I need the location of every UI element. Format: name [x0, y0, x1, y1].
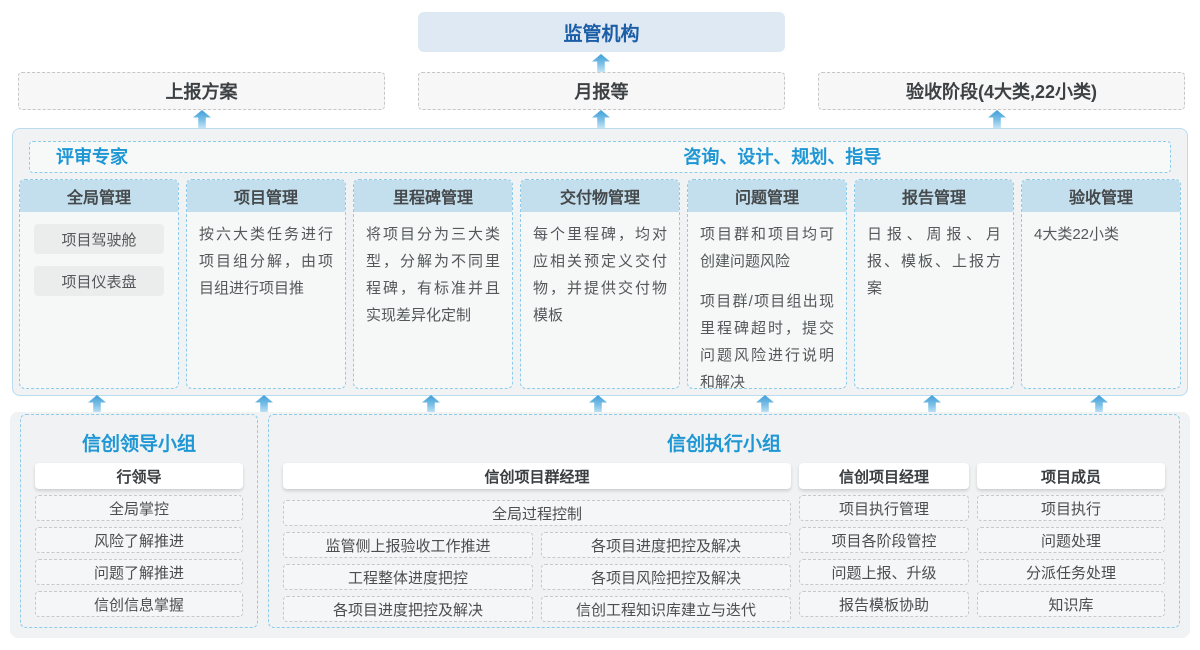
column-title: 验收管理: [1022, 180, 1180, 212]
column-project-management: 项目管理 按六大类任务进行项目组分解，由项目组进行项目推: [186, 179, 346, 389]
leader-item: 问题了解推进: [35, 559, 243, 585]
column-title: 交付物管理: [521, 180, 679, 212]
up-arrow-icon: [589, 395, 607, 413]
stage-label: 月报等: [574, 82, 629, 102]
program-manager-columns: 监管侧上报验收工作推进 工程整体进度把控 各项目进度把控及解决 各项目进度把控及…: [283, 526, 791, 622]
exec-group: 信创执行小组 信创项目群经理 全局过程控制 监管侧上报验收工作推进 工程整体进度…: [268, 414, 1180, 628]
column-body: 每个里程碑，均对应相关预定义交付物，并提供交付物模板: [521, 212, 679, 351]
manager-item: 报告模板协助: [799, 591, 969, 617]
project-member-block: 项目成员 项目执行 问题处理 分派任务处理 知识库: [977, 463, 1165, 622]
exec-group-body: 信创项目群经理 全局过程控制 监管侧上报验收工作推进 工程整体进度把控 各项目进…: [283, 463, 1165, 622]
leader-group-body: 行领导 全局掌控 风险了解推进 问题了解推进 信创信息掌握: [35, 463, 243, 617]
leader-item: 全局掌控: [35, 495, 243, 521]
expert-band: 评审专家 咨询、设计、规划、指导: [29, 141, 1171, 173]
member-item: 分派任务处理: [977, 559, 1165, 585]
column-paragraph: 项目群和项目均可创建问题风险: [700, 226, 834, 270]
up-arrow-icon: [592, 54, 610, 72]
stage-box-report-plan: 上报方案: [18, 72, 385, 110]
module-columns: 全局管理 项目驾驶舱 项目仪表盘 项目管理 按六大类任务进行项目组分解，由项目组…: [19, 179, 1181, 389]
role-box-project-manager: 信创项目经理: [799, 463, 969, 489]
member-item: 问题处理: [977, 527, 1165, 553]
manager-item: 问题上报、升级: [799, 559, 969, 585]
bottom-panel: 信创领导小组 行领导 全局掌控 风险了解推进 问题了解推进 信创信息掌握 信创执…: [10, 412, 1190, 638]
program-manager-col-a: 监管侧上报验收工作推进 工程整体进度把控 各项目进度把控及解决: [283, 526, 533, 622]
up-arrow-icon: [422, 395, 440, 413]
column-milestone-management: 里程碑管理 将项目分为三大类型，分解为不同里程碑，有标准并且实现差异化定制: [353, 179, 513, 389]
column-body: 项目群和项目均可创建问题风险 项目群/项目组出现里程碑超时，提交问题风险进行说明…: [688, 212, 846, 389]
column-paragraph: 项目群/项目组出现里程碑超时，提交问题风险进行说明和解决: [700, 293, 834, 389]
exec-group-title: 信创执行小组: [666, 433, 781, 455]
leader-group: 信创领导小组 行领导 全局掌控 风险了解推进 问题了解推进 信创信息掌握: [20, 414, 258, 628]
column-global-management: 全局管理 项目驾驶舱 项目仪表盘: [19, 179, 179, 389]
pm-item: 工程整体进度把控: [283, 564, 533, 590]
up-arrow-icon: [88, 395, 106, 413]
cockpit-chip: 项目驾驶舱: [34, 224, 164, 254]
stage-label: 上报方案: [165, 82, 238, 102]
member-item: 项目执行: [977, 495, 1165, 521]
up-arrow-icon: [1090, 395, 1108, 413]
stage-box-monthly-report: 月报等: [418, 72, 785, 110]
column-title: 全局管理: [20, 180, 178, 212]
leader-group-title: 信创领导小组: [81, 433, 196, 455]
pm-item: 信创工程知识库建立与迭代: [541, 596, 791, 622]
role-box-bank-leaders: 行领导: [35, 463, 243, 489]
up-arrow-icon: [923, 395, 941, 413]
column-title: 报告管理: [855, 180, 1013, 212]
program-manager-col-b: 各项目进度把控及解决 各项目风险把控及解决 信创工程知识库建立与迭代: [541, 526, 791, 622]
column-title: 里程碑管理: [354, 180, 512, 212]
regulator-label: 监管机构: [563, 23, 640, 45]
up-arrow-icon: [255, 395, 273, 413]
column-title: 项目管理: [187, 180, 345, 212]
pm-item: 监管侧上报验收工作推进: [283, 532, 533, 558]
column-body: 将项目分为三大类型，分解为不同里程碑，有标准并且实现差异化定制: [354, 212, 512, 351]
column-acceptance-management: 验收管理 4大类22小类: [1021, 179, 1181, 389]
manager-item: 项目执行管理: [799, 495, 969, 521]
manager-item: 项目各阶段管控: [799, 527, 969, 553]
stage-label: 验收阶段(4大类,22小类): [905, 82, 1098, 102]
program-manager-block: 信创项目群经理 全局过程控制 监管侧上报验收工作推进 工程整体进度把控 各项目进…: [283, 463, 791, 622]
leader-item: 风险了解推进: [35, 527, 243, 553]
up-arrow-icon: [988, 110, 1006, 128]
stage-box-acceptance-phase: 验收阶段(4大类,22小类): [818, 72, 1185, 110]
column-body: 日报、周报、月报、模板、上报方案: [855, 212, 1013, 324]
column-body: 按六大类任务进行项目组分解，由项目组进行项目推: [187, 212, 345, 324]
dashboard-chip: 项目仪表盘: [34, 266, 164, 296]
pm-item-full-width: 全局过程控制: [283, 500, 791, 526]
project-manager-block: 信创项目经理 项目执行管理 项目各阶段管控 问题上报、升级 报告模板协助: [799, 463, 969, 622]
column-title: 问题管理: [688, 180, 846, 212]
column-paragraph: 日报、周报、月报、模板、上报方案: [867, 226, 1001, 297]
column-paragraph: 将项目分为三大类型，分解为不同里程碑，有标准并且实现差异化定制: [366, 226, 500, 324]
role-box-project-member: 项目成员: [977, 463, 1165, 489]
column-paragraph: 每个里程碑，均对应相关预定义交付物，并提供交付物模板: [533, 226, 667, 324]
review-experts-label: 评审专家: [56, 147, 128, 167]
column-paragraph: 按六大类任务进行项目组分解，由项目组进行项目推: [199, 226, 333, 297]
regulator-box: 监管机构: [418, 12, 785, 52]
column-report-management: 报告管理 日报、周报、月报、模板、上报方案: [854, 179, 1014, 389]
up-arrow-icon: [756, 395, 774, 413]
column-paragraph: 4大类22小类: [1034, 226, 1120, 243]
pm-item: 各项目风险把控及解决: [541, 564, 791, 590]
platform-container: 评审专家 咨询、设计、规划、指导 全局管理 项目驾驶舱 项目仪表盘 项目管理 按…: [12, 128, 1188, 396]
leader-item: 信创信息掌握: [35, 591, 243, 617]
pm-item: 各项目进度把控及解决: [541, 532, 791, 558]
role-box-program-manager: 信创项目群经理: [283, 463, 791, 489]
pm-item: 各项目进度把控及解决: [283, 596, 533, 622]
consulting-label: 咨询、设计、规划、指导: [683, 147, 882, 167]
up-arrow-icon: [592, 110, 610, 128]
up-arrow-icon: [193, 110, 211, 128]
column-body: 4大类22小类: [1022, 212, 1180, 270]
column-issue-management: 问题管理 项目群和项目均可创建问题风险 项目群/项目组出现里程碑超时，提交问题风…: [687, 179, 847, 389]
member-item: 知识库: [977, 591, 1165, 617]
column-deliverable-management: 交付物管理 每个里程碑，均对应相关预定义交付物，并提供交付物模板: [520, 179, 680, 389]
